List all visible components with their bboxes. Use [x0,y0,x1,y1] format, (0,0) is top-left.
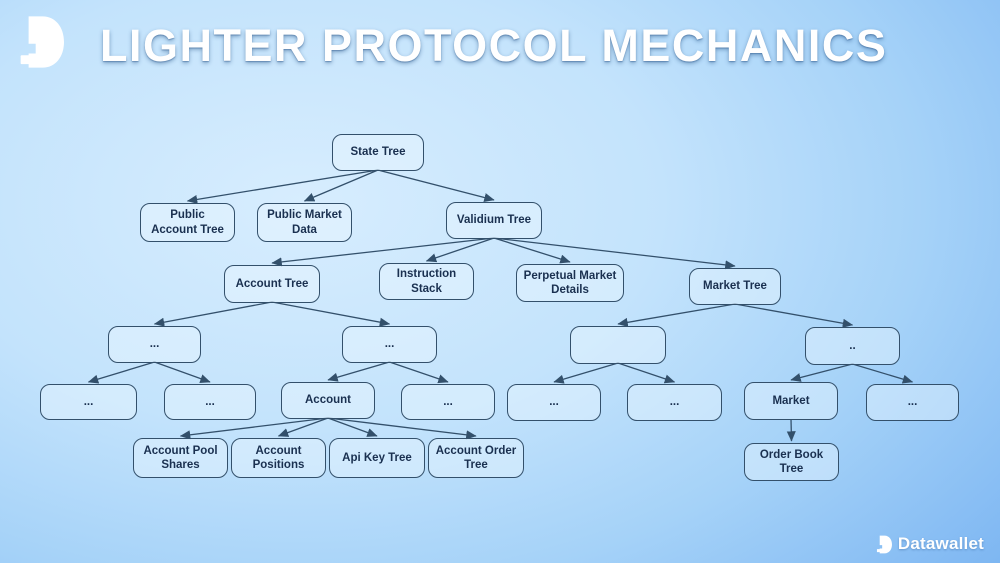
node-dots_b6: ... [866,384,959,421]
node-label: Account Pool Shares [143,444,218,471]
node-dots_a4: .. [805,327,900,365]
node-label: ... [443,395,453,408]
edge-account-to-account_pool_shares [179,417,329,440]
node-label: Public Account Tree [151,209,224,236]
node-market_tree: Market Tree [689,268,781,305]
edge-account_tree-to-dots_a1 [153,301,273,327]
node-label: State Tree [350,146,406,159]
node-instruction_stack: Instruction Stack [379,263,474,300]
node-state_tree: State Tree [332,134,424,171]
node-account_tree: Account Tree [224,265,320,303]
edge-account-to-account_order_tree [327,417,477,440]
edge-state_tree-to-validium_tree [377,169,495,202]
edge-dots_a2-to-account [327,361,390,382]
node-validium_tree: Validium Tree [446,202,542,239]
node-account_pool_shares: Account Pool Shares [133,438,228,478]
node-label: Account [305,394,351,407]
node-account_positions: Account Positions [231,438,326,478]
node-dots_b1: ... [40,384,137,420]
node-label: Api Key Tree [342,451,412,464]
edge-market-to-order_book_tree [786,418,796,442]
node-label: ... [205,395,215,408]
edge-validium_tree-to-account_tree [271,237,495,267]
edge-dots_a4-to-market [790,363,853,382]
node-label: Public Market Data [267,209,342,236]
node-label: Account Order Tree [435,444,517,471]
node-label: Instruction Stack [396,268,457,295]
node-label: Account Positions [252,444,305,471]
node-label: ... [669,396,680,409]
datawallet-logo-icon [876,535,892,553]
node-label: ... [384,338,395,351]
node-dots_b4: ... [507,384,601,421]
node-dots_b2: ... [164,384,256,420]
node-public_market_data: Public Market Data [257,203,352,242]
edge-validium_tree-to-market_tree [493,237,736,270]
node-market: Market [744,382,838,420]
edge-account_tree-to-dots_a2 [271,301,391,327]
node-dots_b5: ... [627,384,722,421]
node-order_book_tree: Order Book Tree [744,443,839,481]
edge-state_tree-to-public_market_data [303,169,379,202]
edge-state_tree-to-public_account_tree [186,169,379,204]
edge-validium_tree-to-instruction_stack [425,237,495,263]
node-label: Order Book Tree [759,448,824,475]
node-api_key_tree: Api Key Tree [329,438,425,478]
node-label: Market [772,394,810,407]
node-dots_a2: ... [342,326,437,363]
edge-dots_a1-to-dots_b1 [87,361,155,384]
edge-market_tree-to-dots_a4 [734,303,854,328]
edge-dots_a3-to-dots_b5 [617,362,676,384]
node-label: ... [83,395,94,408]
node-public_account_tree: Public Account Tree [140,203,235,242]
edge-dots_a4-to-dots_b6 [852,363,914,384]
node-label: Validium Tree [456,214,532,227]
header: LIGHTER PROTOCOL MECHANICS [0,0,1000,92]
edge-validium_tree-to-perpetual_market_details [493,237,571,264]
node-dots_a3 [570,326,666,364]
node-label: Market Tree [703,280,767,293]
edge-account-to-account_positions [277,417,329,437]
node-dots_b3: ... [401,384,495,420]
node-label: Perpetual Market Details [523,269,617,296]
node-account_order_tree: Account Order Tree [428,438,524,478]
node-label: ... [549,396,559,409]
edge-account-to-api_key_tree [327,417,378,437]
edge-dots_a1-to-dots_b2 [154,361,211,383]
page-title: LIGHTER PROTOCOL MECHANICS [100,20,888,71]
node-dots_a1: ... [108,326,201,363]
edge-market_tree-to-dots_a3 [617,303,736,327]
node-account: Account [281,382,375,419]
node-label: ... [907,396,918,409]
datawallet-logo-icon [20,16,64,68]
node-label: ... [149,338,160,351]
footer-brand: Datawallet [876,534,984,554]
edge-dots_a3-to-dots_b4 [553,362,619,384]
node-perpetual_market_details: Perpetual Market Details [516,264,624,302]
edge-dots_a2-to-dots_b3 [389,361,449,384]
brand-wordmark: Datawallet [897,534,984,553]
node-label: .. [849,339,856,352]
node-label: Account Tree [235,277,309,290]
